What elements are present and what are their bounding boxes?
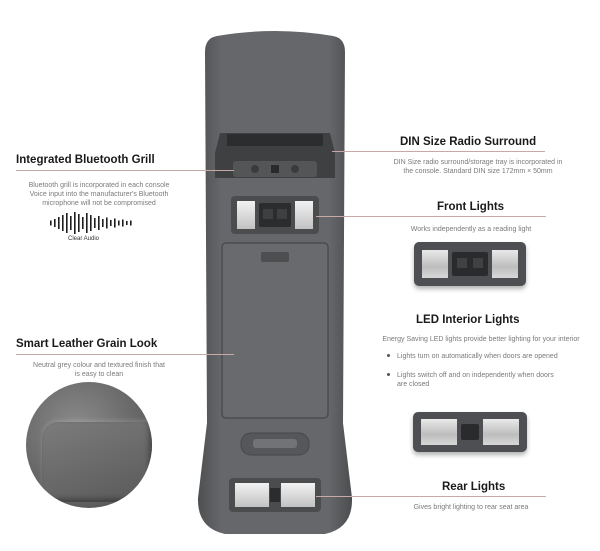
bluetooth-title: Integrated Bluetooth Grill (16, 154, 155, 166)
audio-label: Clear Audio (68, 236, 100, 242)
rear-desc: Gives bright lighting to rear seat area (413, 504, 529, 511)
front-desc: Works independently as a reading light (410, 226, 532, 233)
bluetooth-desc-line-1: Bluetooth grill is incorporated in each … (28, 182, 170, 189)
front-title: Front Lights (437, 201, 505, 213)
console-image (197, 31, 353, 534)
leather-sample-image (26, 382, 152, 508)
front-leader-line (316, 216, 546, 217)
din-leader-line (332, 151, 545, 152)
led-bullet-1: Lights turn on automatically when doors … (397, 353, 558, 360)
leather-desc: Neutral grey colour and textured finish … (4, 361, 194, 379)
din-desc-line-2: the console. Standard DIN size 172mm × 5… (403, 168, 553, 175)
din-desc: DIN Size radio surround/storage tray is … (378, 158, 578, 176)
led-bullet-2-line-1: Lights switch off and on independently w… (397, 372, 554, 379)
din-desc-line-1: DIN Size radio surround/storage tray is … (393, 159, 563, 166)
leather-leader-line (16, 354, 234, 355)
audio-wave-icon (50, 212, 132, 234)
leather-desc-line-1: Neutral grey colour and textured finish … (33, 362, 165, 369)
led-bullet-2-line-2: are closed (397, 381, 430, 388)
led-title: LED Interior Lights (416, 314, 520, 326)
leather-desc-line-2: is easy to clean (74, 371, 124, 378)
led-desc: Energy Saving LED lights provide better … (382, 336, 580, 343)
led-bullet-2: Lights switch off and on independently w… (397, 371, 554, 389)
rear-title: Rear Lights (442, 481, 506, 493)
led-bullet-1-dot (387, 354, 390, 357)
din-title: DIN Size Radio Surround (400, 136, 537, 148)
leather-title: Smart Leather Grain Look (16, 338, 158, 350)
bluetooth-leader-line (16, 170, 234, 171)
bluetooth-desc-line-2: Voice input into the manufacturer's Blue… (29, 191, 169, 198)
bluetooth-desc-line-3: microphone will not be compromised (42, 200, 156, 207)
led-bullet-2-dot (387, 373, 390, 376)
rear-leader-line (316, 496, 546, 497)
rear-light-image (413, 412, 527, 452)
front-light-image (414, 242, 526, 286)
bluetooth-desc: Bluetooth grill is incorporated in each … (4, 181, 194, 208)
